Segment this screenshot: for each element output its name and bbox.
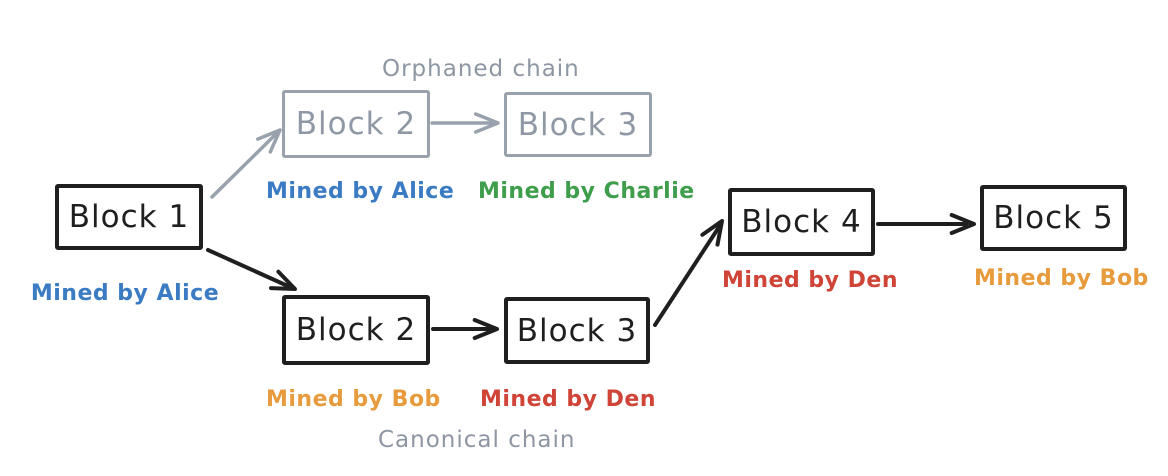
arrow-block1-to-canon-block2 (206, 248, 297, 291)
arrow-canon-block3-to-block4 (653, 219, 724, 327)
miner-label-block-5: Mined by Bob (974, 266, 1149, 291)
miner-label-orphaned-block-2: Mined by Alice (266, 179, 455, 204)
miner-label-block-1: Mined by Alice (30, 281, 220, 306)
miner-label-canonical-block-3: Mined by Den (480, 387, 657, 412)
arrow-canon-block2-to-canon-block3 (431, 318, 499, 340)
arrow-orphan-block2-to-orphan-block3 (430, 112, 500, 134)
block-1: Block 1 (55, 184, 203, 250)
miner-label-canonical-block-2: Mined by Bob (266, 387, 441, 412)
arrow-block4-to-block5 (876, 213, 976, 235)
orphaned-block-3: Block 3 (504, 92, 652, 157)
orphaned-block-2: Block 2 (282, 90, 430, 158)
block-4: Block 4 (728, 188, 875, 256)
orphaned-chain-label: Orphaned chain (382, 56, 580, 82)
canonical-chain-label: Canonical chain (378, 427, 576, 453)
block-5: Block 5 (980, 185, 1127, 251)
miner-label-block-4: Mined by Den (722, 268, 899, 293)
canonical-block-3: Block 3 (504, 297, 650, 364)
miner-label-orphaned-block-3: Mined by Charlie (478, 179, 695, 204)
canonical-block-2: Block 2 (282, 295, 430, 365)
